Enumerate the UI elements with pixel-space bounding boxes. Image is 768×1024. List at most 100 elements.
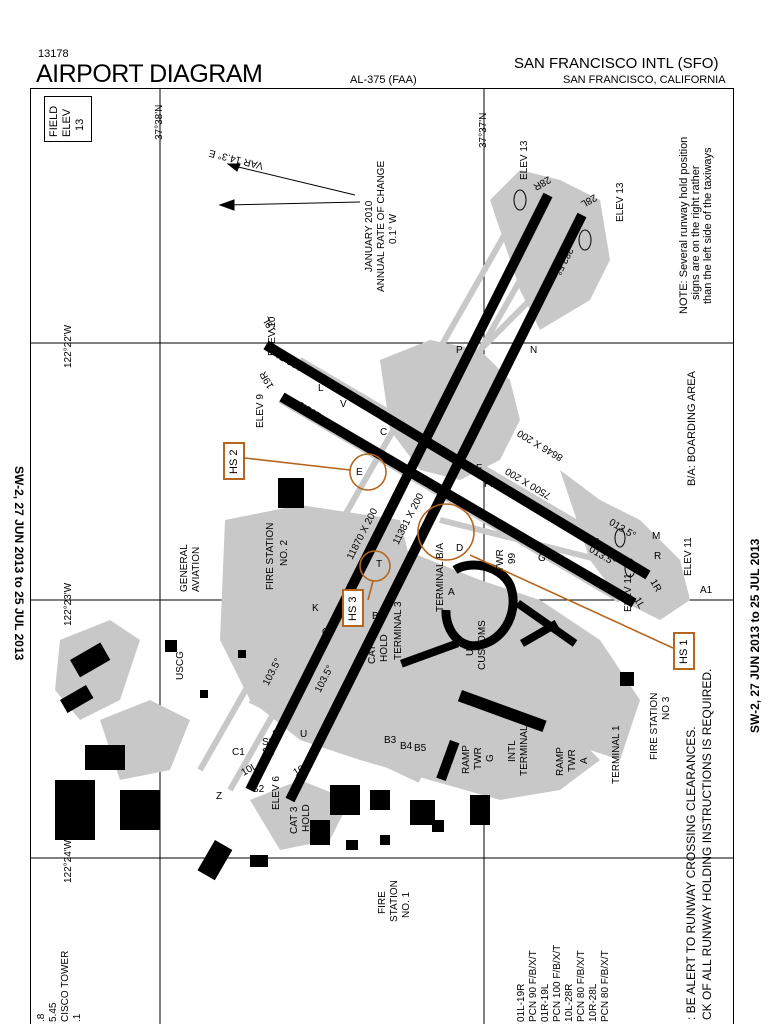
taxiway-label: T <box>376 559 383 570</box>
taxiway-label: F <box>476 463 483 474</box>
runway-10l-28r <box>263 340 651 580</box>
rwy-surface-8: PCN 80 F/B/X/T <box>600 950 611 1022</box>
frequency-1: .8 <box>36 1013 47 1022</box>
taxiway-label: S3 <box>262 737 275 748</box>
note-line-2: signs are on the right rather <box>690 165 702 300</box>
control-tower-label: TWR <box>495 549 506 572</box>
taxiway-label: R <box>654 551 662 562</box>
note-line-3: than the left side of the taxiways <box>702 147 714 304</box>
ramp-tower-a-line3: A <box>579 757 590 764</box>
taxiway-label: A <box>448 587 455 598</box>
lat-lon-grid <box>30 88 734 1024</box>
taxiway-label: K <box>312 603 319 614</box>
field-elev-value: 13 <box>74 118 86 131</box>
intl-terminal-line2: TERMINAL <box>519 725 530 776</box>
taxiway-label: B3 <box>384 735 397 746</box>
boarding-area-legend: B/A: BOARDING AREA <box>686 371 698 486</box>
taxiway-label: B <box>372 611 379 622</box>
taxiway-label: S1 <box>262 747 275 758</box>
longitude-label-3: 122°24'W <box>63 839 74 883</box>
ramp-tower-a-line2: TWR <box>567 749 578 772</box>
fire-station-3-line2: NO 3 <box>661 696 672 720</box>
other-buildings <box>55 478 634 881</box>
elev-1r: ELEV 11 <box>683 537 694 576</box>
tower-frequency-label: CISCO TOWER <box>60 950 71 1022</box>
taxiway-label: C1 <box>232 747 245 758</box>
cat3-hold-line2: HOLD <box>301 804 312 832</box>
taxiway-label: F1 <box>484 479 496 490</box>
taxiway-label: B5 <box>414 743 427 754</box>
ramp-tower-g-line2: TWR <box>473 747 484 770</box>
taxiway-label: E <box>356 467 363 478</box>
elev-1l: ELEV 11 <box>623 573 634 612</box>
note-line-1: NOTE: Several runway hold position <box>678 136 690 314</box>
runways <box>245 192 651 803</box>
magvar-arrows <box>218 163 361 211</box>
ramp-tower-g-line3: G <box>485 754 496 762</box>
validity-left: SW-2, 27 JUN 2013 to 25 JUL 2013 <box>12 466 26 661</box>
elev-28l: ELEV 13 <box>615 182 626 222</box>
cat3-hold-b-line1: CAT 3 <box>367 636 378 664</box>
fire-station-1-line2: STATION <box>389 880 400 922</box>
airport-name: SAN FRANCISCO INTL (SFO) <box>514 55 719 72</box>
fire-station-1-line3: NO. 1 <box>401 891 412 918</box>
runway-01r-19l <box>285 212 587 803</box>
taxiway-label: Z <box>216 791 223 802</box>
taxiway-label: L <box>318 383 324 394</box>
hot-spot-2[interactable]: HS 2 <box>223 442 245 480</box>
magvar-epoch: JANUARY 2010 <box>364 200 375 272</box>
taxiway-label: S <box>272 729 279 740</box>
elev-10: ELEV 6 <box>271 776 282 810</box>
elev-28r: ELEV 13 <box>519 140 530 180</box>
taxiway-label: M <box>652 531 661 542</box>
rwy-surface-3: 01R-19L <box>540 983 551 1022</box>
rwy-surface-4: PCN 100 F/B/X/T <box>552 944 563 1022</box>
control-tower-elev: 99 <box>507 552 518 564</box>
frequency-3: .1 <box>72 1013 83 1022</box>
taxiway-label: N <box>530 345 538 356</box>
rwy-surface-1: 01L-19R <box>516 983 527 1022</box>
general-aviation-line2: AVIATION <box>191 546 202 592</box>
ramp-tower-g-line1: RAMP <box>461 745 472 774</box>
cat3-hold-line1: CAT 3 <box>289 806 300 834</box>
warning-line-1: : BE ALERT TO RUNWAY CROSSING CLEARANCES… <box>684 726 698 1020</box>
rwy-surface-5: 10L-28R <box>564 983 575 1022</box>
field-elevation-box: FIELD ELEV 13 <box>44 96 92 142</box>
rwy-surface-7: 10R-28L <box>588 983 599 1022</box>
taxiway-label: D <box>456 543 464 554</box>
hot-spot-3[interactable]: HS 3 <box>342 589 364 627</box>
fire-station-2-line2: NO. 2 <box>279 539 290 566</box>
longitude-label-1: 122°22'W <box>63 324 74 368</box>
taxiway-label: Q <box>322 627 330 638</box>
page-title: AIRPORT DIAGRAM <box>36 60 263 88</box>
taxiway-label: B4 <box>400 741 413 752</box>
taxiway-label: V <box>340 399 347 410</box>
validity-right: SW-2, 27 JUN 2013 to 25 JUL 2013 <box>748 538 762 733</box>
taxiway-label: C <box>380 427 388 438</box>
rwy-surface-6: PCN 80 F/B/X/T <box>576 950 587 1022</box>
general-aviation-line1: GENERAL <box>179 544 190 592</box>
taxiway-label: P <box>456 345 463 356</box>
runway-10r-28l <box>279 392 637 608</box>
warning-line-2: CK OF ALL RUNWAY HOLDING INSTRUCTIONS IS… <box>700 668 714 1020</box>
us-customs-line2: CUSTOMS <box>477 620 488 670</box>
magvar-rate-label: ANNUAL RATE OF CHANGE <box>376 160 387 292</box>
uscg-label: USCG <box>175 651 186 680</box>
magvar-rate: 0.1° W <box>388 213 399 244</box>
fire-station-1-line1: FIRE <box>377 891 388 914</box>
hot-spot-markers <box>244 453 674 649</box>
latitude-top-label: 37°38'N <box>154 104 165 140</box>
hot-spot-1[interactable]: HS 1 <box>673 632 695 670</box>
cat3-hold-b-line2: HOLD <box>379 634 390 662</box>
fire-station-3-line1: FIRE STATION <box>649 692 660 760</box>
taxiway-label: H <box>592 537 600 548</box>
ramp-tower-a-line1: RAMP <box>555 747 566 776</box>
frequency-2: 5.45 <box>48 1002 59 1022</box>
latitude-right-label: 37°37'N <box>478 112 489 148</box>
elev-19l: ELEV 10 <box>267 316 278 356</box>
field-label: FIELD <box>48 105 60 137</box>
longitude-label-2: 122°23'W <box>63 582 74 626</box>
terminal-1-label: TERMINAL 1 <box>611 725 622 784</box>
terminal-buildings <box>399 560 578 782</box>
